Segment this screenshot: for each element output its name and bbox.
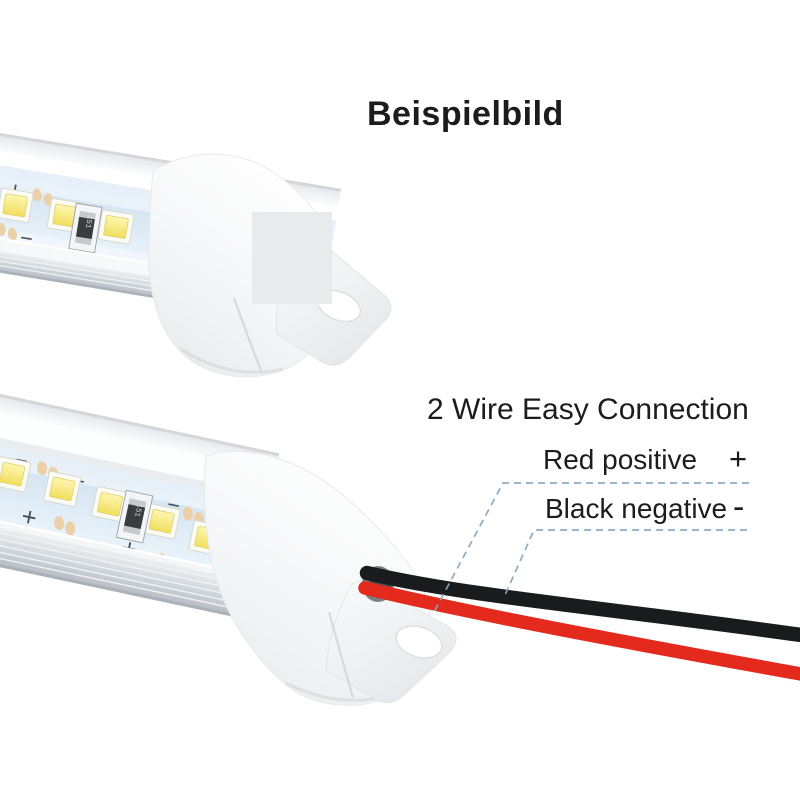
cap-crease [232, 297, 264, 374]
profile-ridges [0, 513, 252, 612]
black-wire-leader-line [504, 529, 747, 596]
connection-heading: 2 Wire Easy Connection [427, 393, 749, 426]
led-chip [0, 187, 34, 223]
led-chip [97, 209, 135, 245]
solder-pad [37, 461, 48, 476]
screw-hole [395, 625, 443, 659]
resistor: 151 [68, 202, 103, 254]
cover-sheen [0, 431, 269, 523]
black-wire-polarity-symbol: - [733, 488, 745, 526]
bar-top-face [0, 384, 279, 471]
solder-pad [65, 521, 76, 536]
red-wire-label: Red positive [543, 444, 698, 475]
black-wire [359, 565, 800, 643]
led-chip [0, 456, 32, 493]
red-wire [358, 581, 800, 681]
red-wire-polarity-symbol: + [729, 441, 748, 476]
lip-highlight [0, 502, 254, 577]
cover-lip [0, 502, 254, 582]
led-chip [91, 486, 130, 523]
led-chip [43, 470, 82, 508]
black-wire-label: Black negative [545, 493, 728, 524]
polarity-plus-mark: + [19, 500, 40, 533]
cap-crease [327, 611, 355, 699]
resistor: 151 [115, 489, 154, 544]
solder-pad [7, 227, 17, 241]
solder-pad [182, 506, 193, 521]
led-chip [142, 503, 181, 540]
cap-bottom-shading [180, 347, 284, 374]
bar-cover-highlight [0, 399, 276, 504]
solder-pad [54, 516, 65, 531]
watermark-title: Beispielbild [367, 95, 564, 133]
resistor-label: 151 [132, 503, 143, 518]
bottom-led-bar: − − − − [0, 381, 280, 620]
censor-square [252, 212, 332, 304]
cover-inner-shadow [0, 423, 271, 504]
top-led-bar: + + − − 151 [0, 123, 342, 325]
bar-bottom-edge [0, 544, 245, 620]
bar-top-edge [0, 381, 280, 457]
red-wire-leader-line [433, 482, 749, 613]
solder-pad [0, 222, 6, 236]
resistor-label: 151 [83, 214, 93, 229]
solder-pad [32, 188, 42, 202]
